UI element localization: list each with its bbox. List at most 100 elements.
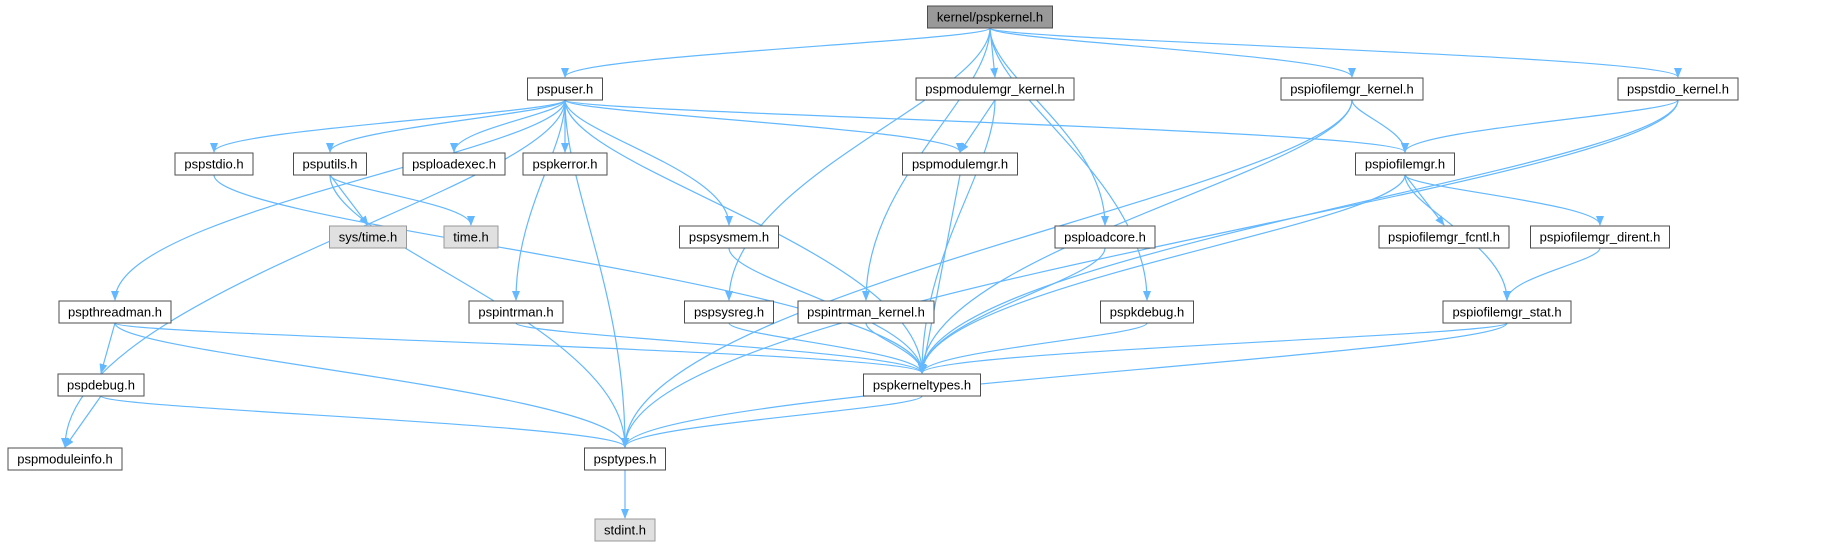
node-box <box>1378 225 1510 249</box>
node-box <box>527 77 603 101</box>
edge-pspiofilemgr-to-pspkerneltypes <box>918 174 1406 374</box>
node-pspintrman_kernel[interactable]: pspintrman_kernel.h <box>797 300 935 324</box>
node-label: pspmodulemgr_kernel.h <box>925 82 1064 97</box>
node-pspdebug[interactable]: pspdebug.h <box>57 373 145 397</box>
node-pspmodulemgr[interactable]: pspmodulemgr.h <box>902 152 1018 176</box>
node-pspsysmem[interactable]: pspsysmem.h <box>679 225 779 249</box>
edge-pspiofilemgr_dirent-to-pspiofilemgr_stat <box>1503 247 1601 301</box>
edge-pspuser-to-pspintrman <box>512 99 566 301</box>
node-pspiofilemgr_dirent[interactable]: pspiofilemgr_dirent.h <box>1530 225 1670 249</box>
node-label: pspkdebug.h <box>1110 305 1184 320</box>
node-label: pspiofilemgr_fcntl.h <box>1388 230 1500 245</box>
edge-pspuser-to-pspiofilemgr <box>564 99 1409 153</box>
node-label: pspstdio.h <box>184 157 243 172</box>
node-pspkernel[interactable]: kernel/pspkernel.h <box>927 5 1053 29</box>
node-box <box>594 518 656 542</box>
node-pspmoduleinfo[interactable]: pspmoduleinfo.h <box>7 447 123 471</box>
node-pspintrman[interactable]: pspintrman.h <box>468 300 564 324</box>
node-label: time.h <box>453 230 488 245</box>
node-box <box>927 5 1053 29</box>
edge-pspstdio_kernel-to-pspiofilemgr <box>1401 99 1679 153</box>
node-label: pspkerneltypes.h <box>873 378 971 393</box>
node-pspiofilemgr[interactable]: pspiofilemgr.h <box>1355 152 1455 176</box>
node-label: pspmodulemgr.h <box>912 157 1008 172</box>
edge-pspiofilemgr_kernel-to-pspiofilemgr <box>1351 99 1409 153</box>
node-label: sys/time.h <box>339 230 398 245</box>
node-psptypes[interactable]: psptypes.h <box>584 447 666 471</box>
node-label: pspuser.h <box>537 82 593 97</box>
edge-psploadcore-to-pspkerneltypes <box>918 247 1106 374</box>
edge-pspuser-to-pspsysmem <box>564 99 733 226</box>
edge-pspkernel-to-pspuser <box>561 27 991 78</box>
edge-pspiofilemgr_stat-to-psptypes <box>621 322 1508 448</box>
node-label: pspmoduleinfo.h <box>17 452 112 467</box>
node-label: stdint.h <box>604 523 646 538</box>
edge-pspmodulemgr_kernel-to-pspmodulemgr <box>959 99 996 153</box>
node-pspthreadman[interactable]: pspthreadman.h <box>58 300 172 324</box>
node-box <box>902 152 1018 176</box>
node-stdint: stdint.h <box>594 518 656 542</box>
edge-pspuser-to-psptypes <box>564 99 629 448</box>
node-psputils[interactable]: psputils.h <box>293 152 367 176</box>
node-box <box>443 225 499 249</box>
node-label: pspiofilemgr.h <box>1365 157 1445 172</box>
node-psploadcore[interactable]: psploadcore.h <box>1054 225 1156 249</box>
node-box <box>1100 300 1194 324</box>
edge-pspiofilemgr-to-pspiofilemgr_dirent <box>1404 174 1604 226</box>
node-label: psptypes.h <box>594 452 657 467</box>
node-box <box>1355 152 1455 176</box>
edge-pspiofilemgr_stat-to-pspkerneltypes <box>918 322 1508 374</box>
node-pspstdio_kernel[interactable]: pspstdio_kernel.h <box>1617 77 1739 101</box>
edge-pspkernel-to-pspkdebug <box>989 27 1151 301</box>
edge-pspintrman-to-pspkerneltypes <box>515 322 926 374</box>
edge-pspkernel-to-pspsysreg <box>725 27 991 301</box>
node-box <box>915 77 1075 101</box>
node-box <box>584 447 666 471</box>
node-box <box>57 373 145 397</box>
node-pspiofilemgr_fcntl[interactable]: pspiofilemgr_fcntl.h <box>1378 225 1510 249</box>
node-label: pspstdio_kernel.h <box>1627 82 1729 97</box>
node-box <box>679 225 779 249</box>
node-box <box>7 447 123 471</box>
node-pspstdio[interactable]: pspstdio.h <box>174 152 254 176</box>
edge-pspkerneltypes-to-psptypes <box>621 395 923 448</box>
node-pspkerror[interactable]: pspkerror.h <box>522 152 608 176</box>
node-pspmodulemgr_kernel[interactable]: pspmodulemgr_kernel.h <box>915 77 1075 101</box>
edge-pspstdio_kernel-to-psptypes <box>621 99 1679 448</box>
edge-pspuser-to-pspstdio <box>210 99 566 153</box>
node-label: pspsysmem.h <box>689 230 769 245</box>
node-pspiofilemgr_kernel[interactable]: pspiofilemgr_kernel.h <box>1280 77 1424 101</box>
node-pspiofilemgr_stat[interactable]: pspiofilemgr_stat.h <box>1442 300 1572 324</box>
edge-pspdebug-to-psptypes <box>100 395 629 448</box>
edge-pspuser-to-psputils <box>326 99 566 153</box>
node-label: psploadcore.h <box>1064 230 1146 245</box>
edge-pspuser-to-pspmodulemgr <box>564 99 964 153</box>
node-pspuser[interactable]: pspuser.h <box>527 77 603 101</box>
node-psploadexec[interactable]: psploadexec.h <box>402 152 506 176</box>
edge-pspsysreg-to-pspkerneltypes <box>728 322 926 374</box>
edge-pspkernel-to-pspiofilemgr_kernel <box>989 27 1356 78</box>
edge-pspiofilemgr-to-pspiofilemgr_fcntl <box>1404 174 1445 226</box>
node-box <box>1280 77 1424 101</box>
node-pspkdebug[interactable]: pspkdebug.h <box>1100 300 1194 324</box>
edge-pspiofilemgr_kernel-to-pspkerneltypes <box>918 99 1353 374</box>
edge-psputils-to-time <box>329 174 475 226</box>
node-pspkerneltypes[interactable]: pspkerneltypes.h <box>863 373 981 397</box>
edge-pspstdio-to-pspkerneltypes <box>213 174 926 374</box>
node-label: pspiofilemgr_dirent.h <box>1540 230 1661 245</box>
node-label: kernel/pspkernel.h <box>937 10 1043 25</box>
node-box <box>329 225 407 249</box>
edge-pspkdebug-to-pspkerneltypes <box>918 322 1148 374</box>
node-label: pspintrman_kernel.h <box>807 305 925 320</box>
edge-pspuser-to-psploadexec <box>450 99 566 153</box>
edge-pspkernel-to-pspintrman_kernel <box>862 27 991 301</box>
node-label: psputils.h <box>303 157 358 172</box>
node-box <box>1442 300 1572 324</box>
edge-pspuser-to-pspkerneltypes <box>564 99 926 374</box>
node-box <box>684 300 774 324</box>
node-pspsysreg[interactable]: pspsysreg.h <box>684 300 774 324</box>
node-label: psploadexec.h <box>412 157 496 172</box>
edge-psputils-to-psptypes <box>329 174 629 448</box>
edge-pspkernel-to-pspstdio_kernel <box>989 27 1682 78</box>
